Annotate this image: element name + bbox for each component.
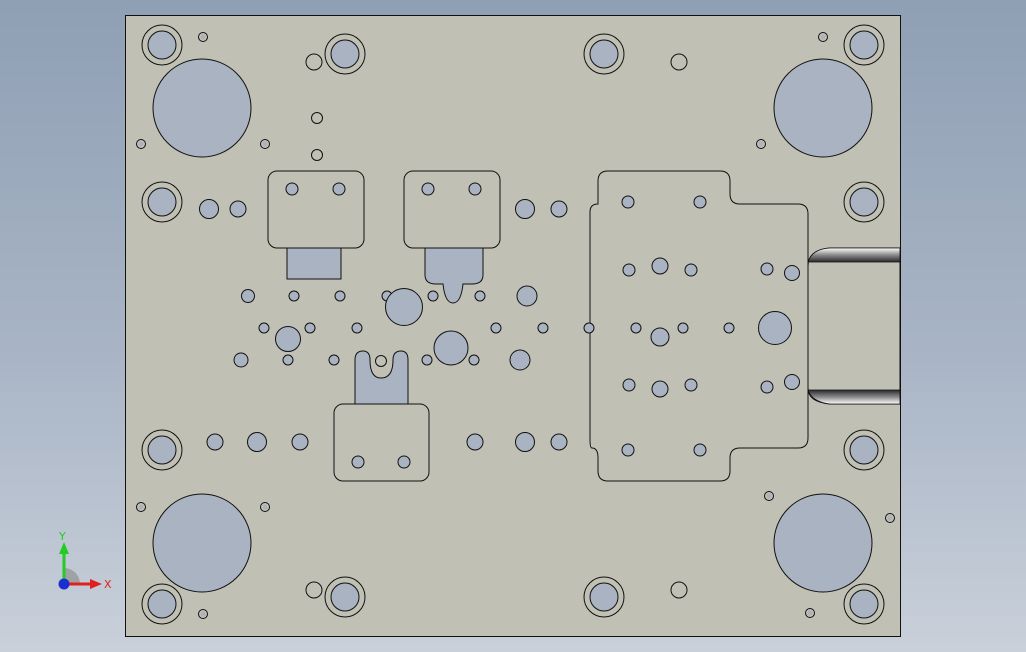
corner-bores[interactable] bbox=[152, 58, 873, 593]
coordinate-triad: Y X bbox=[58, 530, 112, 591]
punch-cutouts[interactable] bbox=[286, 247, 484, 405]
y-axis-label: Y bbox=[58, 530, 66, 543]
through-holes-open[interactable] bbox=[305, 53, 688, 599]
z-axis-origin bbox=[58, 578, 70, 590]
side-slot[interactable] bbox=[807, 247, 901, 405]
x-axis-label: X bbox=[104, 578, 112, 591]
through-holes[interactable] bbox=[199, 182, 800, 469]
insert-pockets[interactable] bbox=[267, 170, 809, 482]
counterbored-holes[interactable] bbox=[141, 24, 885, 625]
